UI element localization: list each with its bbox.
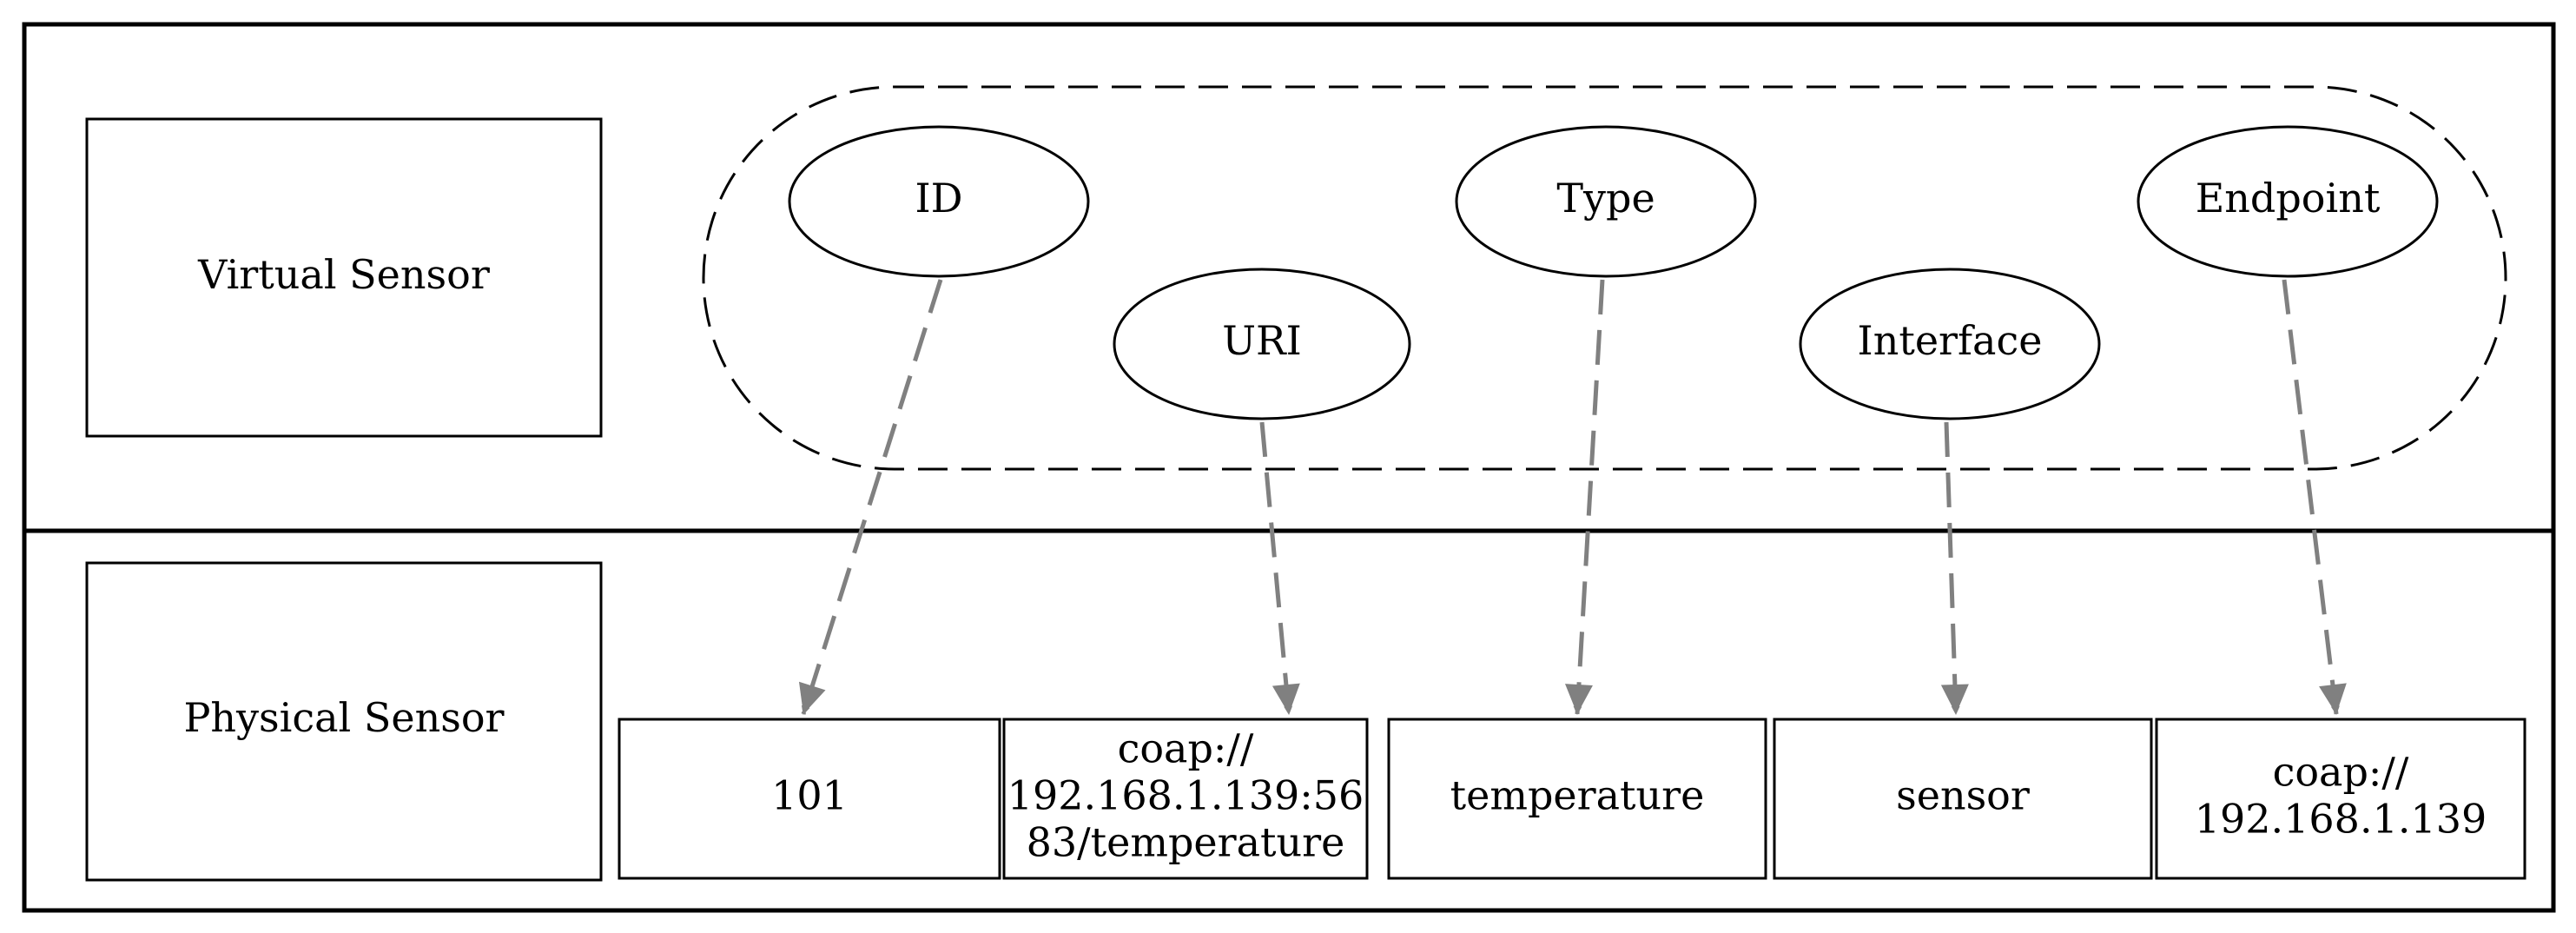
attribute-label: ID (915, 175, 962, 222)
mapping-arrow-uri (1259, 421, 1293, 715)
value-text-line: coap:// (2273, 749, 2409, 796)
attribute-id: ID (788, 125, 1090, 278)
attribute-type: Type (1455, 125, 1757, 278)
virtual-sensor-label: Virtual Sensor (197, 251, 490, 298)
attribute-label: Interface (1858, 317, 2043, 364)
arrowhead-uri (1271, 683, 1300, 714)
arrowhead-type (1564, 684, 1593, 714)
value-box-3: temperature (1387, 718, 1767, 880)
value-box-5: coap://192.168.1.139 (2155, 718, 2526, 880)
attribute-label: Type (1556, 175, 1655, 222)
mapping-arrow-type (1573, 279, 1605, 715)
attribute-ellipse (1455, 125, 1757, 278)
attribute-label: URI (1222, 317, 1302, 364)
value-box-frame (2155, 718, 2526, 880)
attribute-ellipse (788, 125, 1090, 278)
value-boxes: 101coap://192.168.1.139:5683/temperature… (618, 718, 2526, 880)
mapping-arrow-interface (1944, 421, 1960, 715)
arrowhead-id (798, 681, 826, 714)
value-box-1: 101 (618, 718, 1001, 880)
attribute-group-dashed-outline (702, 85, 2507, 471)
outer-frame (22, 22, 2556, 913)
virtual-sensor-box: Virtual Sensor (85, 117, 603, 438)
value-box-frame (1387, 718, 1767, 880)
value-box-frame (618, 718, 1001, 880)
arrowhead-endpoint (2319, 683, 2347, 714)
value-text-line: sensor (1896, 772, 2030, 819)
value-box-frame (1773, 718, 2153, 880)
mapping-arrows (798, 279, 2347, 715)
attribute-label: Endpoint (2196, 175, 2381, 222)
value-box-frame (1002, 718, 1369, 880)
attribute-ellipse (1799, 268, 2101, 420)
value-text-line: 101 (771, 772, 848, 819)
attribute-ellipse (1113, 268, 1411, 420)
arrowhead-interface (1940, 684, 1969, 714)
value-text-line: 83/temperature (1027, 819, 1345, 866)
attribute-endpoint: Endpoint (2137, 125, 2439, 278)
attribute-ellipse (2137, 125, 2439, 278)
value-text-line: temperature (1450, 772, 1705, 819)
physical-sensor-label: Physical Sensor (183, 694, 504, 741)
attribute-interface: Interface (1799, 268, 2101, 420)
mapping-arrow-endpoint (2282, 279, 2340, 715)
attribute-uri: URI (1113, 268, 1411, 420)
value-text-line: 192.168.1.139 (2195, 796, 2487, 843)
value-text-line: 192.168.1.139:56 (1007, 772, 1364, 819)
mapping-arrow-id (801, 279, 943, 715)
physical-sensor-box: Physical Sensor (85, 561, 603, 882)
value-text-line: coap:// (1118, 725, 1254, 772)
value-box-4: sensor (1773, 718, 2153, 880)
